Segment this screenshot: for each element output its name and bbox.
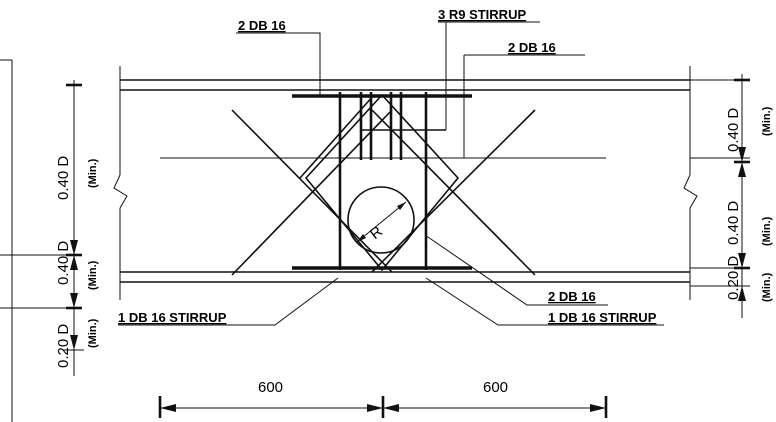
diamond-bar-edge [299, 94, 375, 179]
beam-bottom-flange [120, 271, 690, 283]
circular-opening [347, 186, 415, 254]
right-min-note-upper: (Min.) [761, 106, 773, 136]
right-min-note-lower: (Min.) [761, 272, 773, 302]
beam-left-break [113, 66, 128, 300]
diagonal-bars-right [371, 109, 536, 276]
diagonal-bars-left [231, 109, 393, 276]
beam-top-flange [120, 79, 690, 91]
radius-label: R [367, 223, 386, 243]
right-dim-middle: 0.40 D [725, 201, 742, 245]
diamond-bars [304, 93, 460, 272]
beam-right-break [683, 66, 698, 300]
dimension-right-span: 600 [483, 379, 508, 396]
label-top-left-bar: 2 DB 16 [238, 18, 286, 33]
left-dim-upper: 0.40 D [55, 156, 72, 200]
left-dim-middle: 0.40 D [55, 241, 72, 285]
horizontal-dimension [158, 396, 608, 418]
right-min-note-middle: (Min.) [761, 216, 773, 246]
dimension-left-span: 600 [258, 379, 283, 396]
label-stirrup-right: 1 DB 16 STIRRUP [548, 310, 657, 325]
label-stirrup-r9: 3 R9 STIRRUP [438, 7, 526, 22]
label-bottom-right-bar: 2 DB 16 [548, 289, 596, 304]
left-vertical-dimension [0, 80, 84, 376]
left-min-note-middle: (Min.) [87, 260, 99, 290]
label-top-right-bar: 2 DB 16 [508, 40, 556, 55]
right-vertical-dimension [690, 74, 750, 318]
leader-lines [118, 21, 664, 326]
right-dim-lower: 0.20 D [725, 256, 742, 300]
left-min-note-lower: (Min.) [87, 318, 99, 348]
right-dim-upper: 0.40 D [725, 108, 742, 152]
left-dim-lower: 0.20 D [55, 324, 72, 368]
left-min-note-upper: (Min.) [87, 158, 99, 188]
radius-indicator [356, 201, 407, 243]
label-stirrup-left: 1 DB 16 STIRRUP [118, 310, 227, 325]
vertical-stirrups [338, 89, 428, 270]
